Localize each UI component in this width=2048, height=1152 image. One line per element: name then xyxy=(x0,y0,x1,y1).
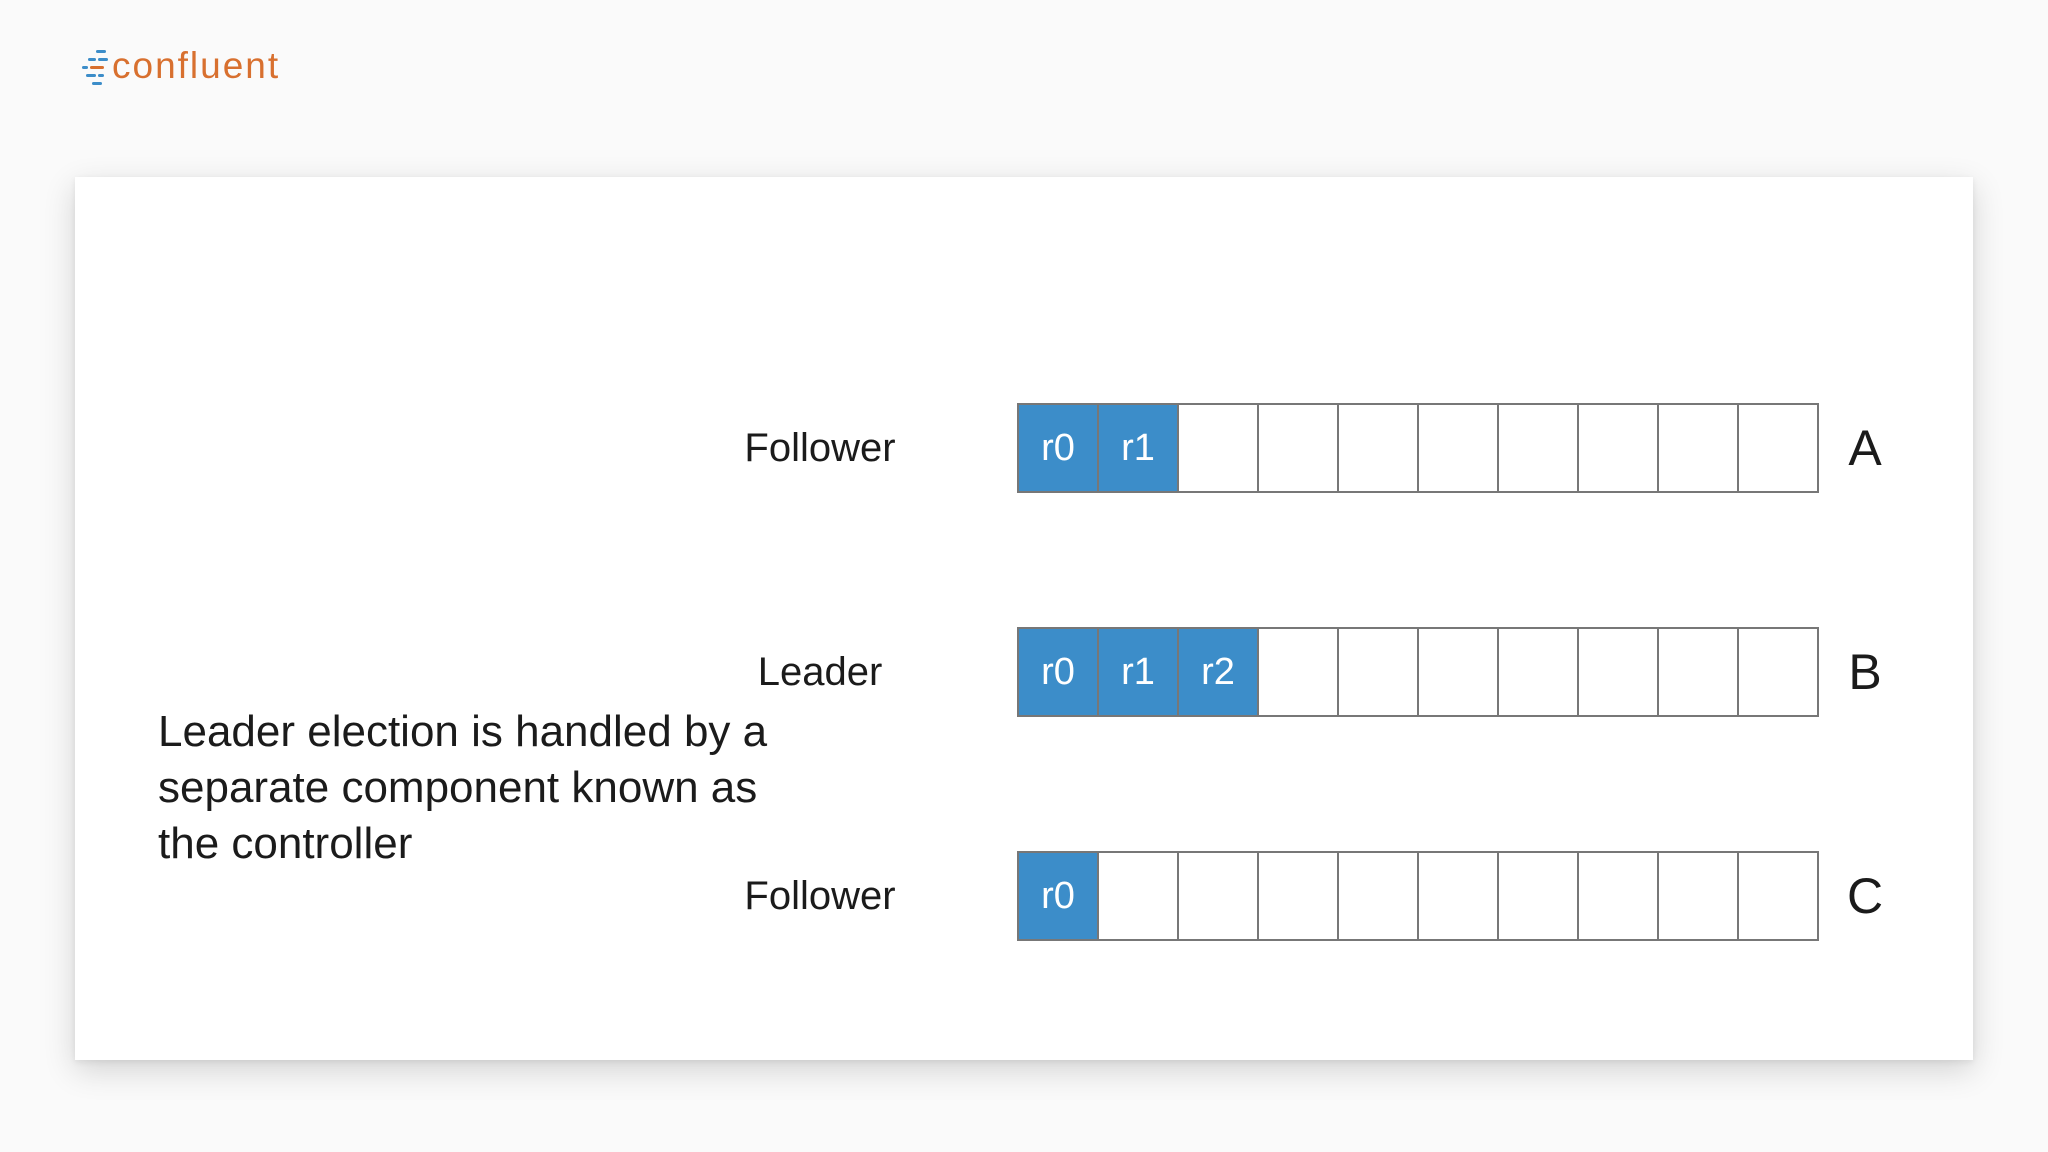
empty-cell xyxy=(1499,405,1579,491)
empty-cell xyxy=(1419,405,1499,491)
role-label: Leader xyxy=(757,650,883,694)
record-cell: r0 xyxy=(1019,405,1099,491)
partition-log: r0 r1 r2 xyxy=(1017,627,1819,717)
empty-cell xyxy=(1579,405,1659,491)
record-cell: r0 xyxy=(1019,629,1099,715)
empty-cell xyxy=(1179,853,1259,939)
partition-log: r0 xyxy=(1017,851,1819,941)
broker-label: A xyxy=(1848,420,1882,476)
broker-label: B xyxy=(1848,644,1882,700)
confluent-logo-icon xyxy=(80,44,110,90)
empty-cell xyxy=(1179,405,1259,491)
confluent-logo: confluent xyxy=(80,42,280,92)
role-label: Follower xyxy=(744,426,896,470)
empty-cell xyxy=(1739,629,1819,715)
partition-log: r0 r1 xyxy=(1017,403,1819,493)
empty-cell xyxy=(1419,853,1499,939)
slide-panel: Leader election is handled by a separate… xyxy=(75,177,1973,1060)
empty-cell xyxy=(1499,629,1579,715)
record-cell: r2 xyxy=(1179,629,1259,715)
log-row-a: Follower r0 r1 A xyxy=(75,403,1973,493)
empty-cell xyxy=(1099,853,1179,939)
empty-cell xyxy=(1739,853,1819,939)
empty-cell xyxy=(1659,405,1739,491)
empty-cell xyxy=(1339,629,1419,715)
slide-caption: Leader election is handled by a separate… xyxy=(158,707,768,868)
empty-cell xyxy=(1259,853,1339,939)
log-row-b: Leader r0 r1 r2 B xyxy=(75,627,1973,717)
empty-cell xyxy=(1499,853,1579,939)
empty-cell xyxy=(1339,405,1419,491)
role-label: Follower xyxy=(744,874,896,918)
empty-cell xyxy=(1259,405,1339,491)
empty-cell xyxy=(1259,629,1339,715)
empty-cell xyxy=(1739,405,1819,491)
record-cell: r1 xyxy=(1099,629,1179,715)
logo-wordmark: confluent xyxy=(112,44,281,86)
empty-cell xyxy=(1579,853,1659,939)
record-cell: r0 xyxy=(1019,853,1099,939)
record-cell: r1 xyxy=(1099,405,1179,491)
log-row-c: Follower r0 C xyxy=(75,851,1973,941)
empty-cell xyxy=(1659,629,1739,715)
empty-cell xyxy=(1339,853,1419,939)
broker-label: C xyxy=(1846,868,1884,924)
empty-cell xyxy=(1419,629,1499,715)
empty-cell xyxy=(1659,853,1739,939)
empty-cell xyxy=(1579,629,1659,715)
